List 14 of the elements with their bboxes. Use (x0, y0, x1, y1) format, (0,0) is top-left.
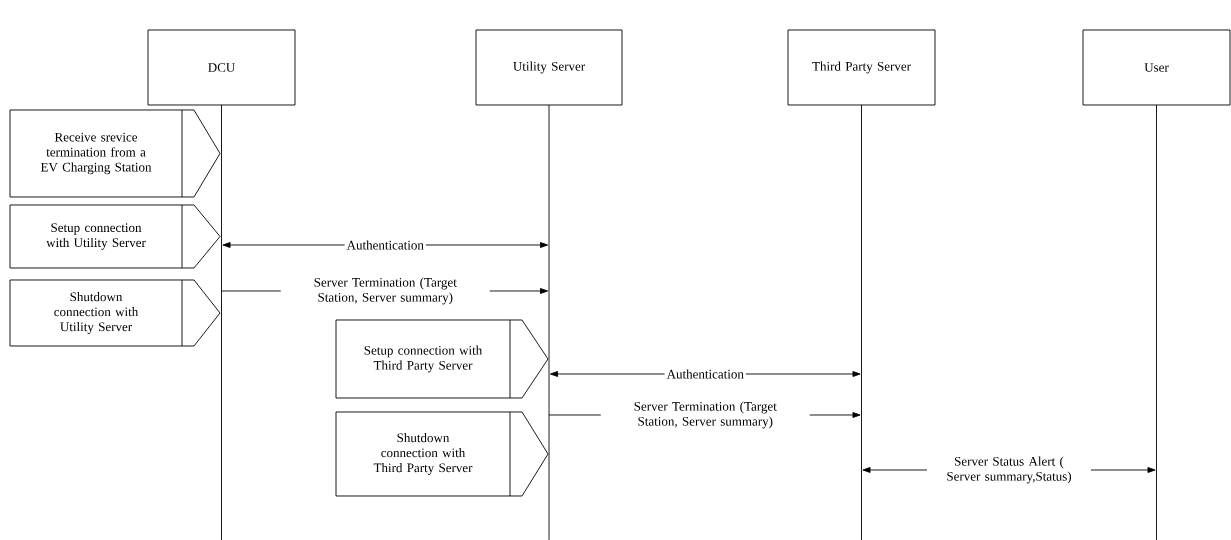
step-box: Shutdown connection with Utility Server (9, 279, 221, 347)
edge-label: Authentication (664, 367, 746, 381)
step-box: Receive srevice termination from a EV Charging Station (9, 109, 221, 198)
participant-box: DCU (147, 29, 296, 106)
participant-box: User (1082, 29, 1231, 106)
step-box: Setup connection with Third Party Server (335, 319, 549, 399)
edge-label: Authentication (344, 238, 426, 252)
step-box: Shutdown connection with Third Party Server (335, 411, 549, 497)
step-box: Setup connection with Utility Server (9, 204, 221, 269)
participant-box: Third Party Server (787, 29, 936, 106)
edge-label: Server Termination (Target Station, Server summary) (600, 399, 810, 431)
participant-box: Utility Server (475, 29, 623, 106)
edge-label: Server Termination (Target Station, Server summary) (280, 275, 490, 307)
edge-label: Server Status Alert ( Server summary,Status) (927, 454, 1091, 486)
